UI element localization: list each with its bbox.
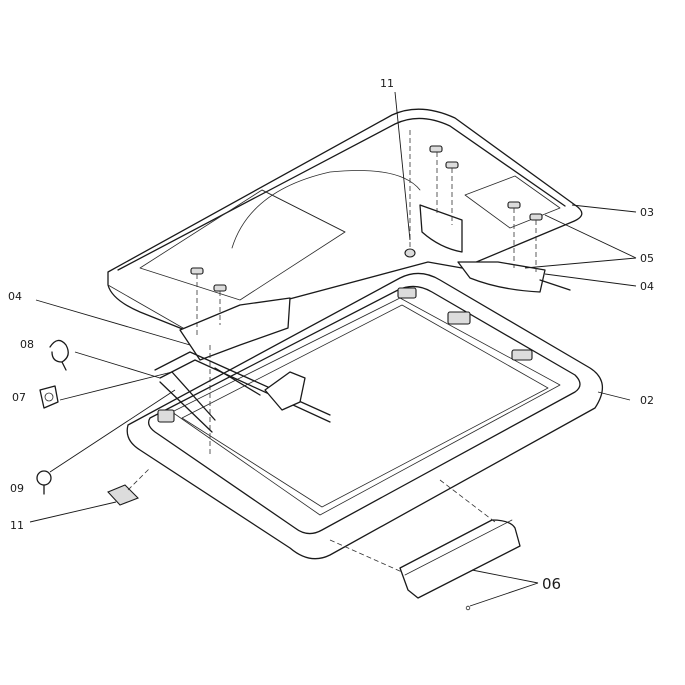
callout-02: 02 [640,394,654,407]
callout-08: 08 [20,338,34,351]
callout-labels: 11 03 05 04 04 08 07 02 09 11 06 [8,77,654,593]
callout-04-right: 04 [640,280,654,293]
callout-03: 03 [640,206,654,219]
leader-lines [29,91,637,607]
part-11-grommet [404,130,416,258]
part-02-base-frame [126,272,603,560]
part-03-dome-cover [107,108,583,333]
part-04-left-bracket [179,274,291,361]
part-05-brackets [419,152,571,293]
callout-07: 07 [12,391,26,404]
part-06-strip [329,479,521,611]
part-08-clip [49,339,69,371]
callout-04-left: 04 [8,290,22,303]
callout-09: 09 [10,482,24,495]
part-07-clip [39,385,59,409]
part-11-plate [107,467,151,506]
callout-06: 06 [542,575,561,593]
part-09-ring [36,470,52,495]
callout-11-top: 11 [380,77,394,90]
callout-11-bottom: 11 [10,519,24,532]
callout-05: 05 [640,252,654,265]
